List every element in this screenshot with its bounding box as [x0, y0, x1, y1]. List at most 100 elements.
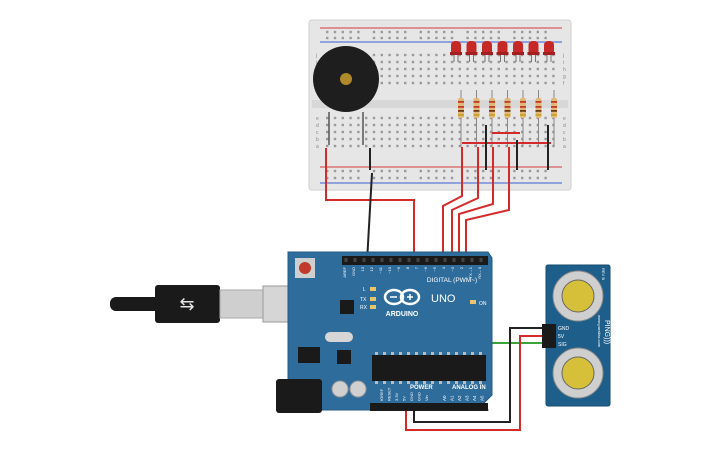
breadboard-hole: [497, 67, 500, 71]
breadboard-hole: [497, 36, 500, 40]
breadboard-hole: [411, 67, 415, 71]
breadboard-hole: [404, 30, 407, 34]
ic-pin: [391, 352, 394, 355]
breadboard-hole: [419, 67, 422, 71]
breadboard-hole: [497, 116, 500, 120]
breadboard-hole: [450, 123, 454, 127]
breadboard-hole: [450, 67, 454, 71]
breadboard-hole: [357, 123, 360, 127]
resistor-band: [504, 106, 511, 108]
breadboard-row-label: c: [316, 130, 319, 136]
breadboard-hole: [552, 137, 555, 141]
breadboard-hole: [380, 169, 383, 173]
breadboard-hole: [419, 116, 422, 120]
breadboard-hole: [513, 36, 516, 40]
breadboard-hole: [404, 176, 407, 180]
led-rim: [543, 52, 555, 55]
resistor-band: [489, 110, 495, 112]
breadboard-hole: [521, 74, 524, 78]
breadboard-hole: [443, 123, 446, 127]
breadboard-hole: [443, 60, 446, 64]
breadboard-hole: [326, 144, 329, 148]
breadboard-hole: [372, 144, 376, 148]
header-pin: [371, 258, 375, 262]
tx-led: [370, 297, 376, 301]
breadboard-hole: [396, 30, 399, 34]
breadboard-hole: [333, 169, 337, 173]
breadboard-hole: [419, 74, 422, 78]
resistor-body: [489, 98, 495, 118]
analog-pin-label: A4: [472, 395, 477, 401]
breadboard-hole: [411, 60, 415, 64]
breadboard-hole: [333, 30, 337, 34]
resistor-band: [489, 101, 495, 103]
breadboard-hole: [419, 137, 422, 141]
resistor-band: [458, 101, 464, 103]
breadboard-hole: [466, 169, 469, 173]
resistor-band: [551, 101, 557, 103]
breadboard-hole: [380, 123, 383, 127]
digital-header-label: DIGITAL (PWM~): [427, 277, 477, 284]
ic-pin: [415, 381, 418, 384]
breadboard-hole: [443, 130, 446, 134]
breadboard-hole: [528, 81, 532, 85]
breadboard-hole: [489, 144, 493, 148]
breadboard-hole: [388, 123, 391, 127]
breadboard-hole: [552, 67, 555, 71]
breadboard-hole: [333, 130, 337, 134]
breadboard-hole: [450, 81, 454, 85]
resistor-band: [504, 114, 511, 116]
ic-pin: [463, 381, 466, 384]
breadboard-hole: [544, 30, 547, 34]
breadboard-hole: [536, 60, 539, 64]
breadboard-hole: [482, 176, 485, 180]
header-pin: [461, 258, 465, 262]
led-light: [513, 41, 523, 55]
resistor-band: [520, 110, 526, 112]
breadboard-hole: [427, 81, 430, 85]
breadboard-hole: [497, 81, 500, 85]
breadboard-hole: [380, 53, 383, 57]
breadboard-hole: [443, 53, 446, 57]
led-row: [450, 41, 555, 62]
breadboard-hole: [349, 137, 352, 141]
breadboard-hole: [544, 116, 547, 120]
breadboard-hole: [404, 60, 407, 64]
ic-pin: [447, 352, 450, 355]
breadboard-hole: [474, 123, 477, 127]
breadboard-hole: [466, 176, 469, 180]
breadboard-hole: [388, 53, 391, 57]
breadboard-hole: [544, 176, 547, 180]
breadboard-hole: [536, 123, 539, 127]
reset-button-cap: [299, 262, 311, 274]
breadboard-hole: [435, 53, 438, 57]
breadboard-hole: [419, 144, 422, 148]
breadboard-hole: [528, 36, 532, 40]
sensor-rev: REV B: [601, 268, 606, 280]
breadboard-hole: [341, 123, 344, 127]
breadboard-hole: [552, 81, 555, 85]
breadboard-hole: [521, 176, 524, 180]
breadboard-hole: [536, 81, 539, 85]
wire-red: [465, 147, 510, 262]
analog-pin-label: A5: [480, 395, 485, 401]
breadboard-hole: [458, 74, 461, 78]
breadboard-hole: [552, 74, 555, 78]
breadboard-hole: [466, 30, 469, 34]
digital-pin-label: ~3: [450, 266, 455, 271]
breadboard-hole: [427, 116, 430, 120]
resistor-band: [551, 114, 557, 116]
breadboard-hole: [427, 30, 430, 34]
breadboard-hole: [489, 60, 493, 64]
breadboard-hole: [489, 176, 493, 180]
usb-cable: ⇆: [110, 285, 319, 323]
digital-pin-label: ~5: [432, 266, 437, 271]
breadboard-hole: [505, 60, 508, 64]
breadboard-hole: [489, 169, 493, 173]
breadboard-hole: [505, 67, 508, 71]
breadboard-hole: [466, 81, 469, 85]
breadboard-hole: [521, 36, 524, 40]
breadboard-hole: [435, 60, 438, 64]
wire-red: [451, 147, 479, 262]
